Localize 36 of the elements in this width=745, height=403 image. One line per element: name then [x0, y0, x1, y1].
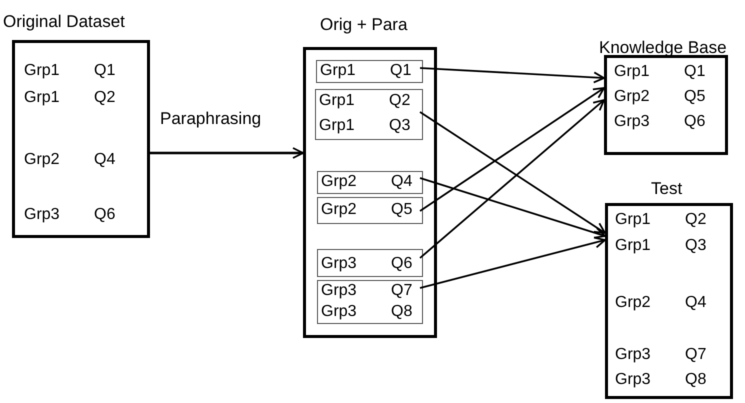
entry-box: [316, 60, 423, 83]
entry-box: [317, 197, 423, 224]
group-question-entry: Grp3 Q8: [321, 302, 412, 322]
group-question-entry: Grp1 Q2: [24, 88, 116, 108]
set-title: Original Dataset: [3, 11, 125, 33]
group-question-entry: Grp3 Q6: [614, 112, 706, 132]
group-question-entry: Grp2 Q4: [615, 293, 706, 313]
entry-box: [317, 171, 423, 194]
arrow: [419, 99, 605, 259]
arrow: [420, 236, 606, 289]
group-question-entry: Grp1 Q2: [615, 210, 706, 230]
group-question-entry: Grp1 Q3: [615, 236, 706, 256]
group-question-entry: Grp2 Q5: [614, 87, 706, 107]
arrow: [420, 87, 605, 212]
group-question-entry: Grp2 Q4: [24, 150, 116, 170]
group-question-entry: Grp3 Q6: [24, 205, 116, 225]
group-question-entry: Grp2 Q5: [321, 200, 412, 220]
group-question-entry: Grp3 Q7: [321, 281, 412, 301]
set-title: Orig + Para: [320, 14, 408, 36]
arrow: [150, 147, 304, 159]
group-question-entry: Grp3 Q8: [615, 370, 706, 390]
entry-box: [315, 89, 423, 140]
group-question-entry: Grp2 Q4: [321, 172, 412, 192]
arrow: [420, 67, 605, 84]
arrow: [420, 177, 606, 239]
group-question-entry: Grp3 Q6: [321, 254, 412, 274]
group-question-entry: Grp3 Q7: [615, 345, 706, 365]
group-question-entry: Grp1 Q1: [320, 61, 412, 81]
set-title: Test: [651, 178, 682, 200]
group-question-entry: Grp1 Q1: [614, 62, 706, 82]
group-question-entry: Grp1 Q1: [24, 61, 116, 81]
entry-box: [317, 280, 423, 324]
group-question-entry: Grp1 Q2: [319, 91, 410, 111]
entry-box: [317, 249, 423, 277]
group-question-entry: Grp1 Q3: [319, 116, 410, 136]
set-title: Knowledge Base: [599, 37, 727, 59]
